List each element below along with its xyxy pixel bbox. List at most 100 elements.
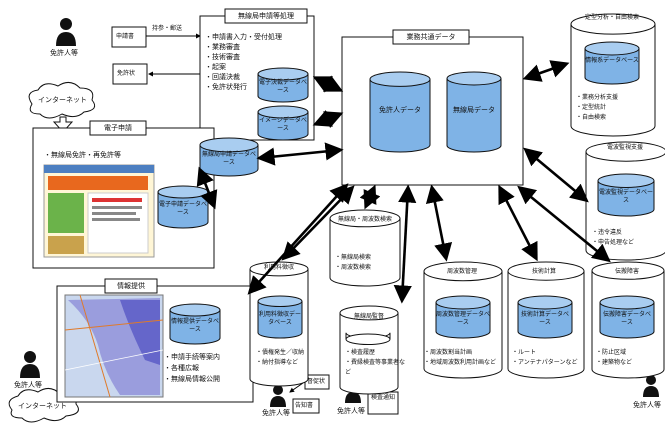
doc-application-label: 申請書: [116, 33, 135, 40]
arrow-techcalc-common: [498, 184, 538, 262]
monitoring-item: 违令違反: [592, 228, 634, 238]
search-item: 無線局検索: [335, 253, 371, 263]
arrow-doc-invoice: [289, 382, 304, 393]
frequency-item: 地域周波数利用計画など: [424, 358, 504, 368]
arrow-appdb-common: [256, 142, 344, 166]
processing-list: 申請書入力・受付処理 業務審査 技術審査 起案 回議決裁 免許状発行: [205, 32, 282, 92]
arrow-edecision-common: [312, 75, 344, 93]
person-icon-bottom-left: [20, 351, 40, 378]
arrow-image-common: [312, 110, 344, 128]
frequency-item: 周波数割当計画: [424, 348, 504, 358]
tech-calc-title: 技術計算: [531, 268, 556, 275]
usage-fee-db: [257, 295, 303, 339]
frequency-list: 周波数割当計画 地域周波数利用計画など: [424, 348, 504, 368]
internet-down-arrow: [52, 116, 74, 133]
info-db: [169, 303, 221, 345]
electronic-application-item: 無線局免許・再免許等: [44, 150, 121, 160]
doc-invoice-label: 督促状: [307, 378, 326, 385]
info-provision-title: 情報提供: [117, 282, 145, 290]
supervision-title: 無線局監督: [353, 313, 384, 320]
supervision-db: [345, 332, 391, 346]
monitoring-title: 電波監視支援: [606, 144, 643, 151]
info-provision-list: 申請手続等案内 各種広報 無線局情報公開: [164, 352, 220, 385]
supervision-list: 検査履歴 費縁検査等事業者など: [345, 348, 409, 378]
licensee-data-cylinder-label: 免許人データ: [379, 106, 421, 114]
arrow-fee-common: [281, 185, 355, 261]
obstruction-db-label: 伝搬障害データベース: [602, 311, 651, 326]
station-data-cylinder-label: 無線局データ: [453, 106, 495, 114]
internet-cloud-top: [28, 82, 96, 119]
arrow-eapp-appdb: [196, 166, 218, 210]
info-provision-item: 無線局情報公開: [164, 374, 220, 385]
tech-calc-list: ルート アンテナパターンなど: [512, 348, 584, 368]
arrow-obstruction-common: [517, 185, 611, 263]
statistics-title: 定型分析・自由検索: [584, 14, 639, 21]
person-icon-fee: [270, 385, 286, 407]
monitoring-item: 申告処理など: [592, 238, 634, 248]
processing-item: 免許状発行: [205, 82, 282, 92]
tech-calc-item: ルート: [512, 348, 584, 358]
frequency-db-label: 周波数管理データベース: [436, 311, 491, 326]
obstruction-item: 防止区域: [596, 348, 632, 358]
tech-calc-item: アンテナパターンなど: [512, 358, 584, 368]
arrow-supervision-common: [393, 184, 417, 304]
image-db: [257, 105, 309, 141]
statistics-list: 業務分析支援 定型統計 自由検索: [576, 93, 618, 123]
person-label-right: 免許人等: [633, 401, 661, 409]
arrow-frequency-common: [425, 184, 453, 262]
internet-label-bottom: インターネット: [18, 402, 67, 410]
processing-title: 無線局申請等処理: [238, 12, 294, 20]
processing-item: 起案: [205, 62, 282, 72]
e-application-db: [157, 185, 209, 229]
obstruction-list: 防止区域 建築物など: [596, 348, 632, 368]
monitoring-db-label: 電波監視データベース: [598, 189, 653, 204]
statistics-db-label: 情報系データベース: [585, 57, 639, 64]
e-application-screenshot: [43, 164, 155, 258]
image-db-label: イメージデータベース: [259, 117, 307, 132]
doc-license: [112, 63, 148, 85]
info-provision-map: [64, 294, 164, 398]
usage-fee-list: 債権発生／収納 納付指導など: [256, 348, 304, 368]
frequency-db: [435, 295, 491, 339]
search-list: 無線局検索 周波数検索: [335, 253, 371, 273]
doc-application: [111, 26, 147, 48]
info-provision-item: 申請手続等案内: [164, 352, 220, 363]
usage-fee-title: 利用料徴収: [263, 264, 294, 271]
person-icon-right: [643, 375, 659, 397]
person-icon-top-left: [56, 18, 76, 46]
doc-license-label: 免許状: [117, 70, 136, 77]
info-provision-title-tab: [104, 278, 158, 294]
supervision-item: 費縁検査等事業者など: [345, 358, 409, 378]
e-decision-db-label: 電子決裁データベース: [258, 79, 307, 94]
supervision-item: 検査履歴: [345, 348, 409, 358]
info-provision-item: 各種広報: [164, 363, 220, 374]
obstruction-title: 伝搬障害: [614, 268, 639, 275]
tech-calc-db-label: 技術計算データベース: [520, 311, 569, 326]
doc-inspection-notice-label: 検査通知: [370, 394, 395, 401]
station-data-cylinder: [446, 71, 502, 153]
arrow-search-common: [359, 184, 381, 210]
person-label-supervision: 免許人等: [337, 407, 365, 415]
electronic-application-title-tab: [89, 120, 147, 136]
doc-notice-label: 告知書: [295, 402, 314, 409]
obstruction-db: [599, 295, 655, 339]
processing-item: 回議決裁: [205, 72, 282, 82]
tech-calc-db: [517, 295, 573, 339]
processing-item: 技術審査: [205, 52, 282, 62]
electronic-application-list: 無線局免許・再免許等: [44, 150, 121, 160]
internet-label-top: インターネット: [38, 96, 87, 104]
person-label-fee: 免許人等: [262, 409, 290, 417]
info-db-label: 情報提供データベース: [170, 318, 219, 333]
arrow-common-statistics: [522, 60, 570, 82]
person-label-bottom-left: 免許人等: [14, 381, 42, 389]
licensee-data-cylinder: [369, 71, 431, 153]
application-db-label: 無線局申請データベース: [201, 151, 256, 166]
common-data-title: 業務共通データ: [406, 33, 456, 41]
statistics-item: 自由検索: [576, 113, 618, 123]
obstruction-item: 建築物など: [596, 358, 632, 368]
monitoring-list: 违令違反 申告処理など: [592, 228, 634, 248]
usage-fee-item: 納付指導など: [256, 358, 304, 368]
search-title: 無線局・周波数検索: [337, 216, 392, 223]
processing-title-tab: [224, 8, 308, 24]
statistics-item: 業務分析支援: [576, 93, 618, 103]
